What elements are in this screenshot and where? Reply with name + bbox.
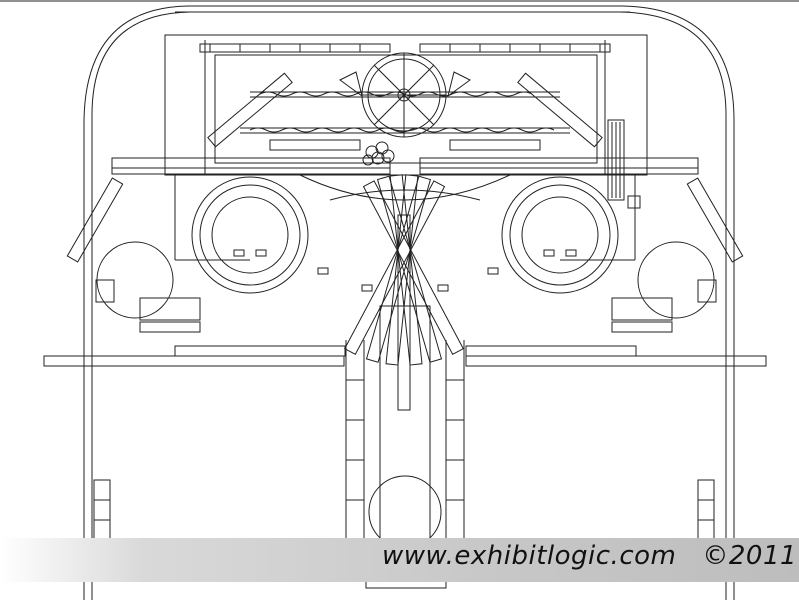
upper-right-diagonal-truss	[517, 72, 603, 148]
outer-right-diagonal-truss	[686, 177, 744, 263]
mid-truss-band	[111, 157, 699, 175]
watermark-banner	[0, 538, 799, 582]
upper-left-diagonal-truss	[207, 72, 293, 148]
top-right-truss	[419, 43, 611, 53]
outer-left-diagonal-truss	[66, 177, 124, 263]
cross-truss	[43, 345, 767, 367]
left-drum	[191, 176, 309, 294]
radiating-ribs	[344, 174, 464, 411]
right-drum	[501, 176, 619, 294]
stage-back	[164, 34, 648, 176]
central-walkway	[345, 305, 465, 571]
inner-hall-outline	[83, 5, 735, 600]
watermark-copyright: ©2011	[702, 541, 798, 571]
watermark: www.exhibitlogic.com ©2011	[382, 541, 797, 571]
right-pod	[611, 241, 717, 333]
watermark-site: www.exhibitlogic.com	[382, 541, 677, 571]
top-left-truss	[199, 43, 391, 53]
left-pod	[95, 241, 201, 333]
right-rack	[607, 119, 625, 201]
